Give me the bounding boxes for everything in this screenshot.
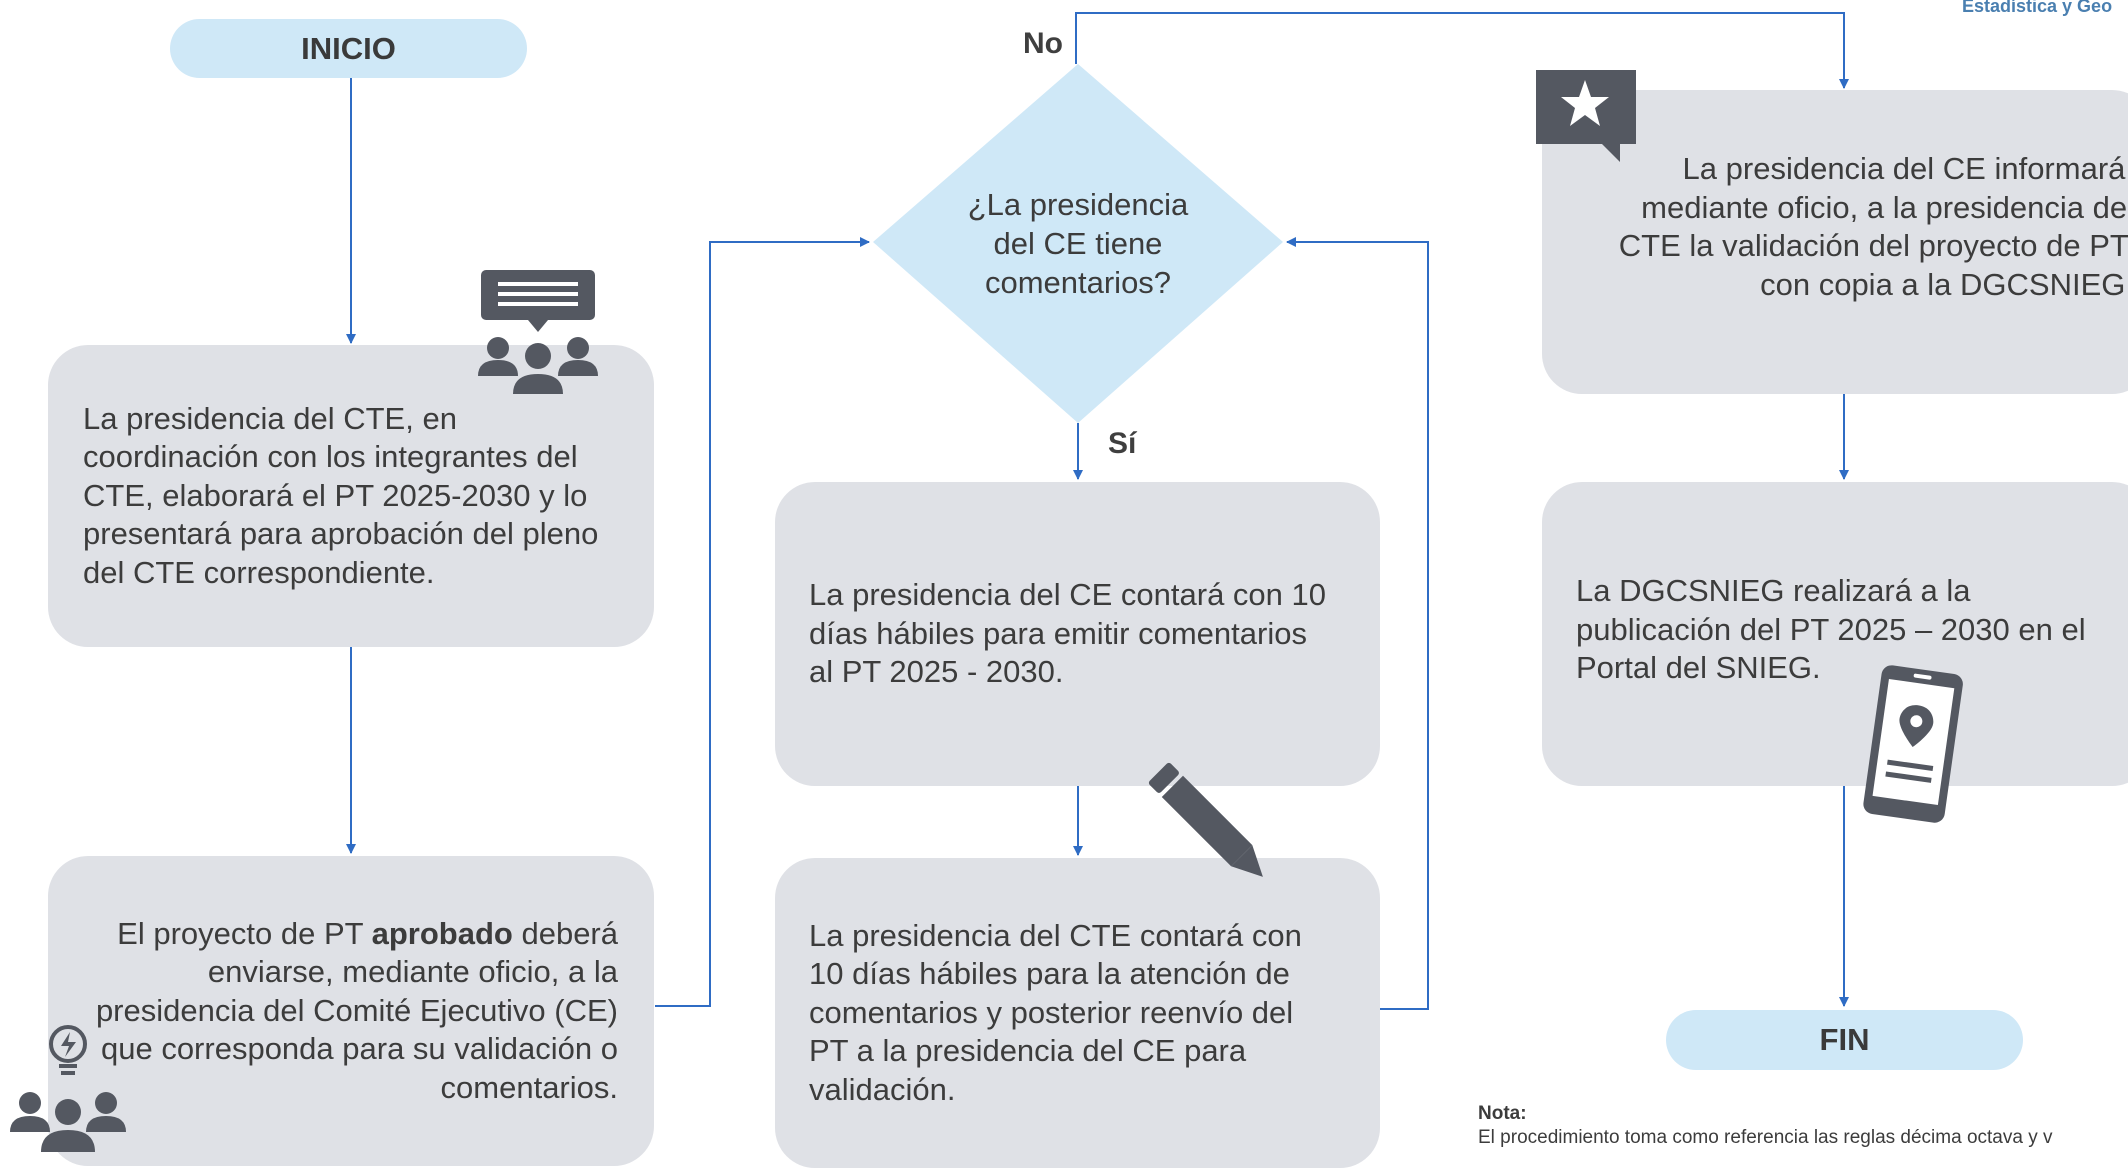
process-step-2-text-a: El proyecto de PT [117, 915, 372, 951]
process-step-2-text-b: deberá [512, 915, 618, 951]
note-title: Nota: [1478, 1103, 1527, 1124]
process-step-1: La presidencia del CTE, en coordinación … [48, 345, 654, 647]
arrow-step2-to-decision [655, 237, 870, 1007]
process-step-3: La presidencia del CE contará con 10 día… [775, 482, 1380, 786]
process-step-2-text-c: enviarse, mediante oficio, a la presiden… [95, 954, 618, 1105]
header-brand: Estadística y Geo [1962, 0, 2113, 16]
note-text: El procedimiento toma como referencia la… [1478, 1127, 2053, 1148]
process-step-5-text: La presidencia del CE informará, mediant… [1618, 151, 2128, 302]
team-idea-icon [10, 1025, 126, 1152]
decision-diamond [873, 64, 1283, 423]
process-step-4-text: La presidencia del CTE contará con 10 dí… [809, 917, 1302, 1107]
process-step-6: La DGCSNIEG realizará a la publicación d… [1542, 482, 2128, 786]
process-step-1-text: La presidencia del CTE, en coordinación … [83, 400, 599, 590]
star-comment-icon [1536, 70, 1636, 162]
decision-no-label: No [1023, 27, 1063, 60]
process-step-5: La presidencia del CE informará, mediant… [1542, 90, 2128, 394]
mobile-location-icon [1863, 665, 1963, 823]
process-step-2-text: El proyecto de PT aprobado deberá enviar… [84, 915, 618, 1108]
start-terminal: INICIO [170, 19, 527, 78]
decision-yes-label: Sí [1108, 427, 1137, 460]
process-step-3-text: La presidencia del CE contará con 10 día… [809, 577, 1326, 690]
approved-emphasis: aprobado [371, 915, 513, 951]
decision-question: ¿La presidencia del CE tiene comentarios… [967, 187, 1189, 300]
arrow-step4-back-to-decision [1286, 237, 1429, 1010]
process-step-4: La presidencia del CTE contará con 10 dí… [775, 858, 1380, 1168]
process-step-6-text: La DGCSNIEG realizará a la publicación d… [1576, 573, 2086, 685]
process-step-2: El proyecto de PT aprobado deberá enviar… [48, 856, 654, 1166]
arrow-decision-no-to-step5 [1075, 12, 1849, 89]
end-terminal: FIN [1666, 1010, 2023, 1070]
team-meeting-icon [478, 270, 598, 394]
pencil-icon [1148, 762, 1263, 877]
